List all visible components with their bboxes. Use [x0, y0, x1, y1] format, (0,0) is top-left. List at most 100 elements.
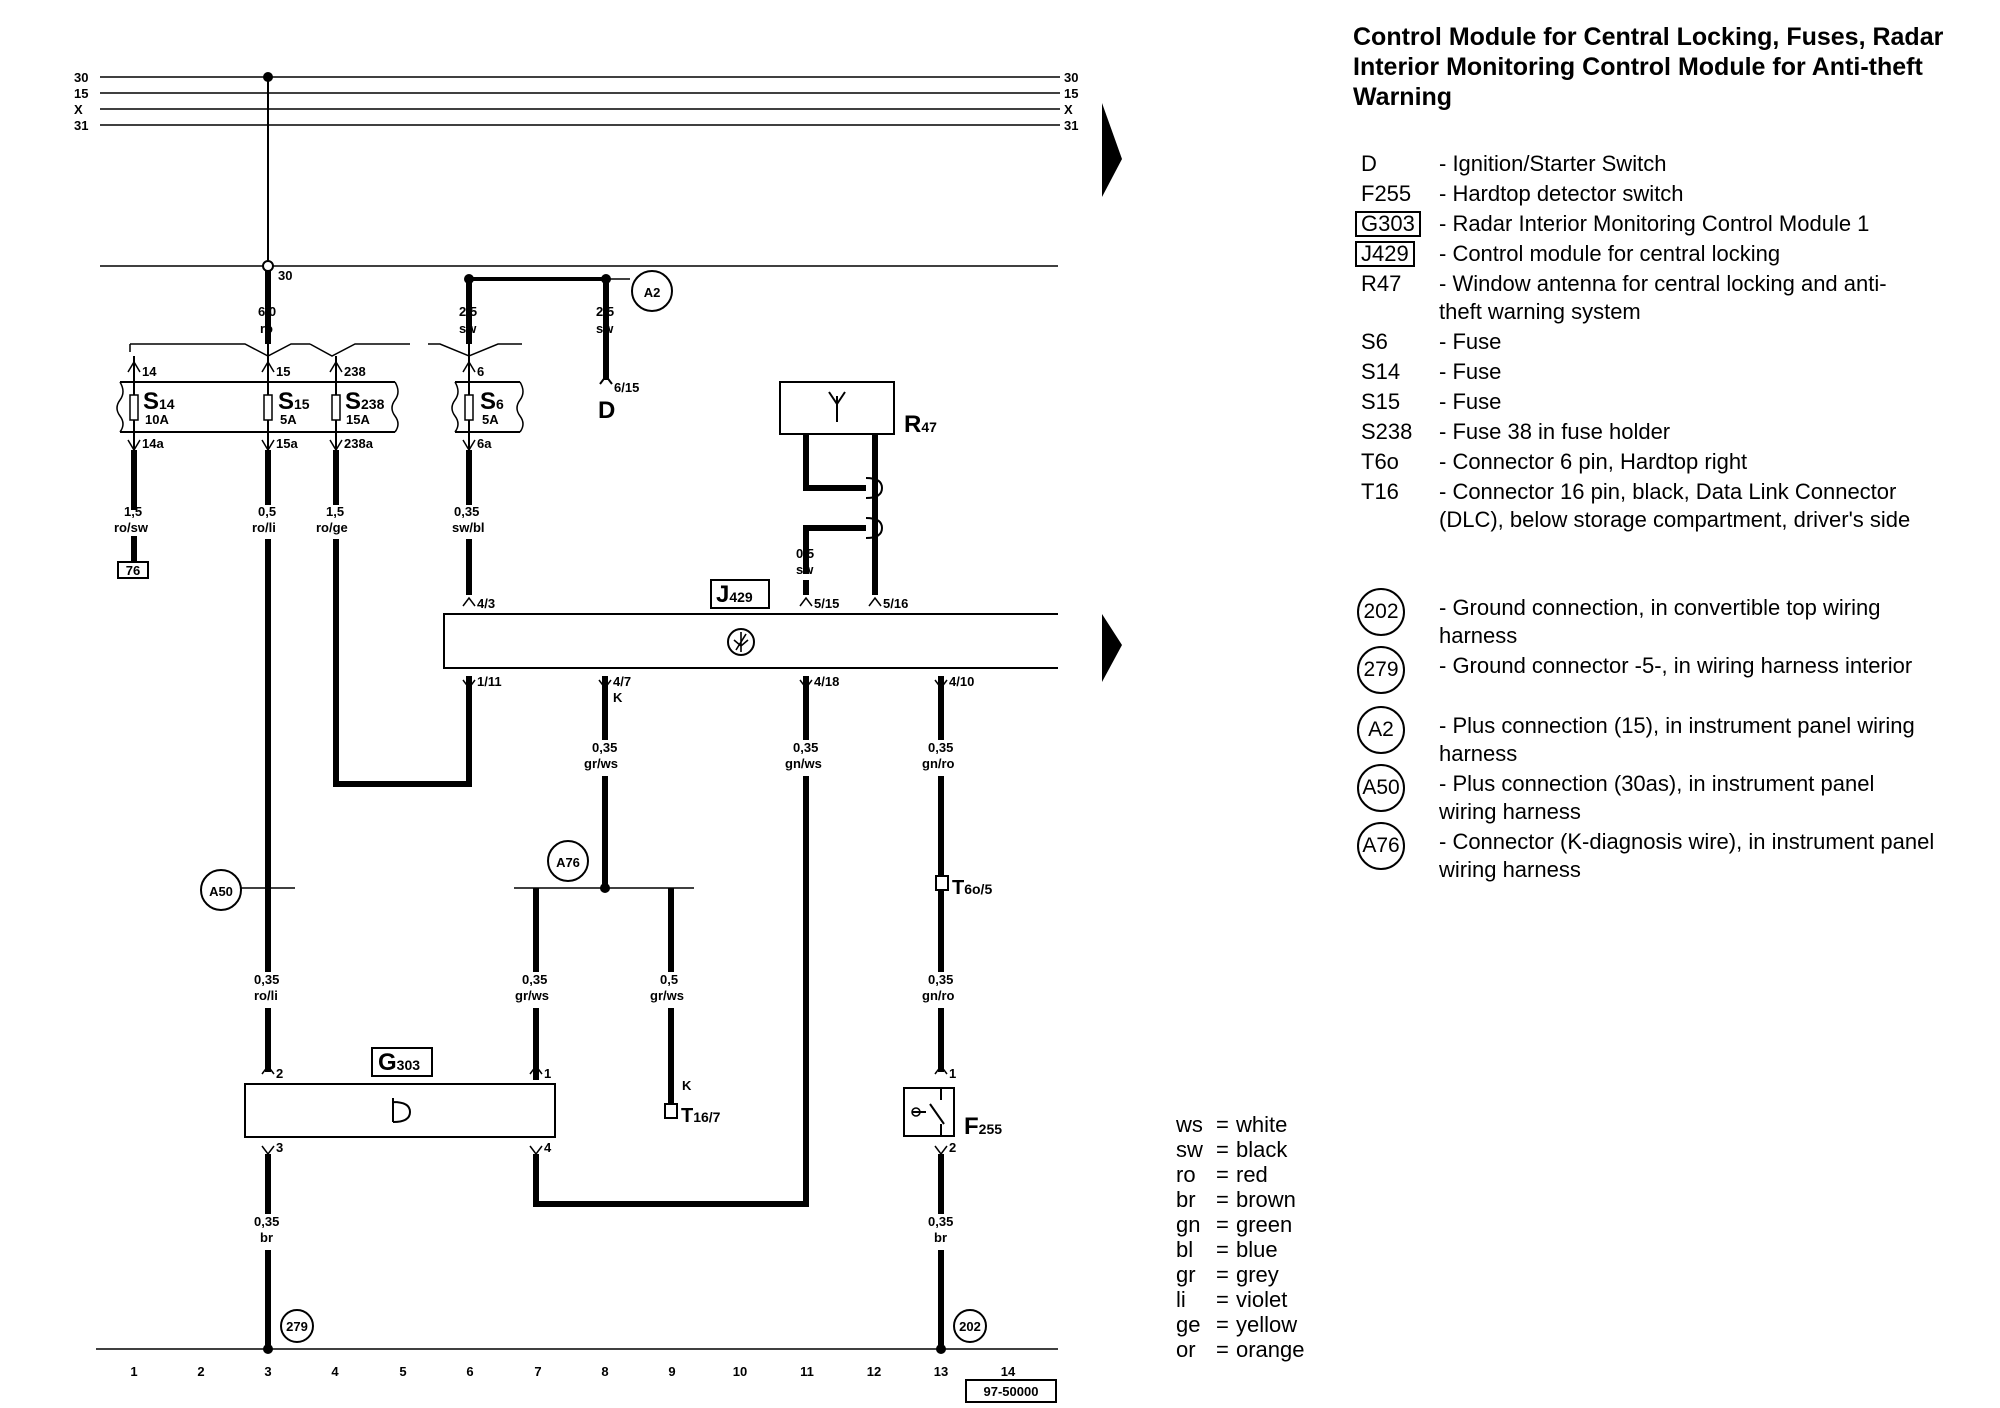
color-key-code: ge — [1176, 1312, 1201, 1337]
legend-title: Control Module for Central Locking, Fuse… — [1353, 23, 1944, 111]
color-key-equals: = — [1216, 1237, 1229, 1262]
module-g303 — [244, 1083, 556, 1138]
wire-color-sw: sw — [459, 321, 477, 336]
lock-module-icon — [727, 628, 755, 656]
fuse-s6 — [462, 344, 476, 452]
legend-code: A76 — [1357, 822, 1405, 870]
a50-connector-symbol — [200, 869, 242, 911]
color-key-equals: = — [1216, 1312, 1229, 1337]
ground-202-label: 202 — [959, 1319, 981, 1334]
wire-size-0-35: 0,35 — [254, 972, 279, 987]
wire-color-gr-ws: gr/ws — [584, 756, 618, 771]
fuse-s238-label: S238 — [345, 388, 385, 415]
legend-text: - Connector 6 pin, Hardtop right — [1439, 449, 1748, 474]
legend-text: - Window antenna for central locking and… — [1439, 271, 1887, 324]
legend-code: S15 — [1361, 389, 1401, 414]
column-number: 5 — [399, 1364, 406, 1379]
color-key-equals: = — [1216, 1287, 1229, 1312]
column-number: 4 — [331, 1364, 339, 1379]
legend-code: R47 — [1361, 271, 1402, 296]
t16-pin-k: K — [682, 1078, 692, 1093]
wire-size-0-5: 0,5 — [258, 504, 276, 519]
column-number: 3 — [264, 1364, 271, 1379]
wire-color-br: br — [934, 1230, 947, 1245]
switch-contact-icon — [912, 1103, 945, 1125]
wire-color-ro-ge: ro/ge — [316, 520, 348, 535]
legend-text: - Plus connection (30as), in instrument … — [1439, 771, 1875, 824]
legend-code: A50 — [1357, 764, 1405, 812]
wire-size-2-5: 2,5 — [459, 304, 477, 319]
a2-connector-label: A2 — [644, 285, 661, 300]
ground-279-symbol — [280, 1309, 314, 1343]
wire-color-sw-bl: sw/bl — [452, 520, 485, 535]
legend-code: 202 — [1357, 588, 1405, 636]
color-key-name: violet — [1236, 1287, 1288, 1312]
color-key-code: br — [1176, 1187, 1196, 1212]
legend-text: - Ignition/Starter Switch — [1439, 151, 1667, 176]
wire-color-ro-li: ro/li — [252, 520, 276, 535]
g303-pin-2: 2 — [276, 1066, 283, 1081]
wire-color-gn-ws: gn/ws — [785, 756, 822, 771]
a2-connector-symbol — [631, 270, 673, 312]
color-key-name: yellow — [1236, 1312, 1298, 1337]
color-key-equals: = — [1216, 1212, 1229, 1237]
color-key-name: grey — [1236, 1262, 1279, 1287]
j429-pin-5-16: 5/16 — [883, 596, 908, 611]
t6o-connector-icon — [935, 875, 949, 891]
column-number: 1 — [130, 1364, 137, 1379]
column-number: 7 — [534, 1364, 541, 1379]
color-key-code: gn — [1176, 1212, 1201, 1237]
t6o-connector-label: T6o/5 — [952, 877, 992, 899]
legend-text: - Plus connection (15), in instrument pa… — [1439, 713, 1915, 766]
continuation-arrow-middle — [1102, 614, 1122, 682]
column-number: 11 — [800, 1364, 814, 1379]
wire-size-1-5: 1,5 — [326, 504, 344, 519]
color-key-equals: = — [1216, 1262, 1229, 1287]
continuation-arrow-top — [1102, 103, 1122, 197]
color-key-name: orange — [1236, 1337, 1305, 1362]
fuse-s14 — [127, 356, 141, 510]
wire-size-0-35: 0,35 — [928, 972, 953, 987]
fuse-s14-label: S14 — [143, 388, 175, 415]
rail-label-right-30: 30 — [1064, 70, 1078, 85]
rail-label-left-30: 30 — [74, 70, 88, 85]
f255-pin-2: 2 — [949, 1140, 956, 1155]
fuse-s6-pin-top: 6 — [477, 364, 484, 379]
wire-size-0-35: 0,35 — [522, 972, 547, 987]
module-j429-label: J429 — [716, 581, 753, 608]
radar-sensor-icon — [392, 1098, 412, 1123]
junction-dot — [263, 72, 273, 82]
color-key-name: red — [1236, 1162, 1268, 1187]
j429-pin-4-18: 4/18 — [814, 674, 839, 689]
color-key-equals: = — [1216, 1137, 1229, 1162]
wire-size-0-5: 0,5 — [796, 546, 814, 561]
color-key-name: green — [1236, 1212, 1293, 1237]
j429-pin-1-11: 1/11 — [477, 674, 502, 689]
fuse-s238-rating: 15A — [346, 412, 370, 427]
t16-connector-icon — [664, 1103, 678, 1119]
fuse-s6-label: S6 — [480, 388, 504, 415]
antenna-icon — [828, 391, 846, 422]
fuse-s14-pin-bottom: 14a — [142, 436, 164, 451]
color-key-code: ro — [1176, 1162, 1196, 1187]
wire-color-gn-ro: gn/ro — [922, 756, 955, 771]
legend-code: D — [1361, 151, 1377, 176]
fuse-s14-pin-top: 14 — [142, 364, 157, 379]
g303-pin-4: 4 — [544, 1140, 552, 1155]
junction-dot — [600, 883, 610, 893]
column-number: 14 — [1001, 1364, 1016, 1379]
fuse-s6-rating: 5A — [482, 412, 499, 427]
t16-connector-label: T16/7 — [681, 1105, 721, 1127]
ref-box-76-label: 76 — [126, 563, 140, 578]
color-key-code: gr — [1176, 1262, 1196, 1287]
legend-code: S6 — [1361, 329, 1388, 354]
wire-color-ro-sw: ro/sw — [114, 520, 149, 535]
wire-color-gn-ro: gn/ro — [922, 988, 955, 1003]
j429-pin-k: K — [613, 690, 623, 705]
color-key-equals: = — [1216, 1112, 1229, 1137]
legend-text: - Connector (K-diagnosis wire), in instr… — [1439, 829, 1935, 882]
fuse-s238-pin-bottom: 238a — [344, 436, 374, 451]
fuse-s6-pin-bottom: 6a — [477, 436, 492, 451]
ignition-switch-label: D — [598, 397, 615, 424]
wire-color-gr-ws: gr/ws — [650, 988, 684, 1003]
